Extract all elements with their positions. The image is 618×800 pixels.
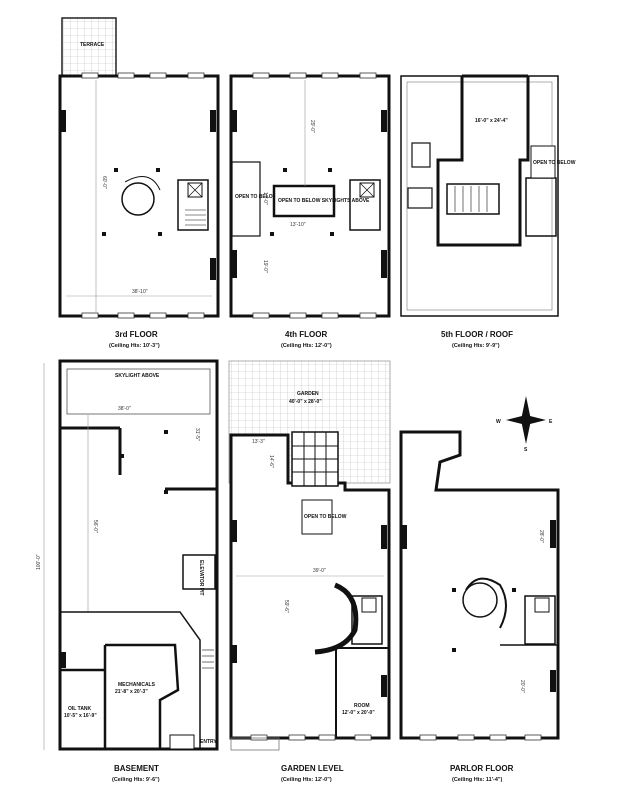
garden-dim-width: 39'-0" [313, 568, 326, 574]
stair-skylight [446, 183, 500, 215]
fourth-dim-b: 13'-10" [290, 222, 306, 228]
basement-skylight-label: SKYLIGHT ABOVE [115, 373, 160, 379]
roof-outline [400, 75, 559, 317]
parlor-floor-plan: 28'-0" 20'-0" PARLOR FLOOR (Ceiling Hts:… [399, 430, 560, 783]
third-dim-width: 38'-10" [132, 289, 148, 295]
fourth-open-below-left-label: OPEN TO BELOW [235, 194, 278, 200]
parlor-floor-ceiling: (Ceiling Hts: 11'-4") [452, 777, 503, 783]
open-to-below-skylights [272, 184, 336, 218]
fifth-open-to-below [530, 145, 556, 179]
parlor-dim-b: 20'-0" [519, 680, 525, 693]
open-to-below-left [231, 161, 261, 237]
fourth-dim-d: 19'-0" [262, 260, 268, 273]
basement-oil-tank-dim: 10'-5" x 16'-9" [64, 713, 97, 719]
third-floor-plan: TERRACE 60'-0" 38'-10" 3rd FLOOR (Ceilin… [58, 17, 220, 349]
basement-entry-label: ENTRY [200, 739, 217, 745]
fifth-open-below-label: OPEN TO BELOW [533, 160, 576, 166]
garden-dim-b: 14'-6" [268, 455, 274, 468]
terrace-area [61, 17, 117, 77]
basement-skylight [66, 368, 211, 415]
garden-level-title: GARDEN LEVEL [281, 764, 344, 773]
garden-dim-a: 13'-3" [252, 439, 265, 445]
parlor-floor-title: PARLOR FLOOR [450, 764, 514, 773]
third-floor-title: 3rd FLOOR [115, 330, 158, 339]
basement-dim-side: 31'-5" [194, 428, 200, 441]
spiral-stair [121, 182, 155, 216]
fourth-open-below-skylights-label: OPEN TO BELOW SKYLIGHTS ABOVE [278, 198, 370, 204]
basement-mechanicals-label: MECHANICALS [118, 682, 156, 688]
basement-elevator-label: ELEVATOR PIT [198, 560, 204, 596]
fourth-floor-ceiling: (Ceiling Hts: 12'-0") [281, 343, 332, 349]
terrace-label: TERRACE [80, 42, 105, 48]
third-floor-outline [58, 74, 220, 318]
fourth-dim-c: 17'-0" [262, 192, 268, 205]
garden-dim: 40'-0" x 28'-0" [289, 399, 322, 405]
garden-open-to-below [301, 499, 333, 535]
fifth-room-dim: 16'-0" x 24'-4" [475, 118, 508, 124]
basement-overall-dim: 100'-0" [36, 554, 42, 570]
fifth-floor-ceiling: (Ceiling Hts: 9'-9") [452, 343, 500, 349]
compass: W E S [496, 396, 553, 453]
garden-level-ceiling: (Ceiling Hts: 12'-0") [281, 777, 332, 783]
fourth-floor-outline [229, 74, 391, 318]
basement-dim-width: 38'-0" [118, 406, 131, 412]
third-dim-depth: 60'-0" [101, 176, 107, 189]
parlor-dim-a: 28'-0" [538, 530, 544, 543]
skylight-a [411, 142, 431, 168]
basement-ceiling: (Ceiling Hts: 9'-6") [112, 777, 160, 783]
garden-level-plan: GARDEN 40'-0" x 28'-0" OPEN TO BELOW 13'… [228, 360, 391, 783]
basement-mechanicals-dim: 21'-8" x 20'-3" [115, 689, 148, 695]
basement-oil-tank-label: OIL TANK [68, 706, 92, 712]
garden-label: GARDEN [297, 391, 319, 397]
fourth-dim-a: 29'-0" [309, 120, 315, 133]
basement-plan: 100'-0" SKYLIGHT ABOVE 56'-0" 38'-0" 31'… [36, 359, 219, 783]
garden-dim-depth: 59'-6" [283, 600, 289, 613]
fourth-floor-plan: OPEN TO BELOW OPEN TO BELOW SKYLIGHTS AB… [229, 72, 391, 349]
third-floor-ceiling: (Ceiling Hts: 10'-3") [109, 343, 160, 349]
basement-outline [58, 359, 219, 751]
garden-open-below-label: OPEN TO BELOW [304, 514, 347, 520]
compass-east: E [549, 419, 553, 425]
fifth-floor-plan: 16'-0" x 24'-4" OPEN TO BELOW 5th FLOOR … [400, 74, 576, 349]
fourth-floor-title: 4th FLOOR [285, 330, 327, 339]
garden-room-dim: 12'-0" x 20'-0" [342, 710, 375, 716]
basement-title: BASEMENT [114, 764, 159, 773]
fifth-floor-title: 5th FLOOR / ROOF [441, 330, 513, 339]
parlor-spiral-stair [462, 582, 498, 618]
compass-west: W [496, 419, 501, 425]
compass-south: S [524, 447, 528, 453]
basement-dim-depth: 56'-0" [92, 520, 98, 533]
garden-room-label: ROOM [354, 703, 370, 709]
